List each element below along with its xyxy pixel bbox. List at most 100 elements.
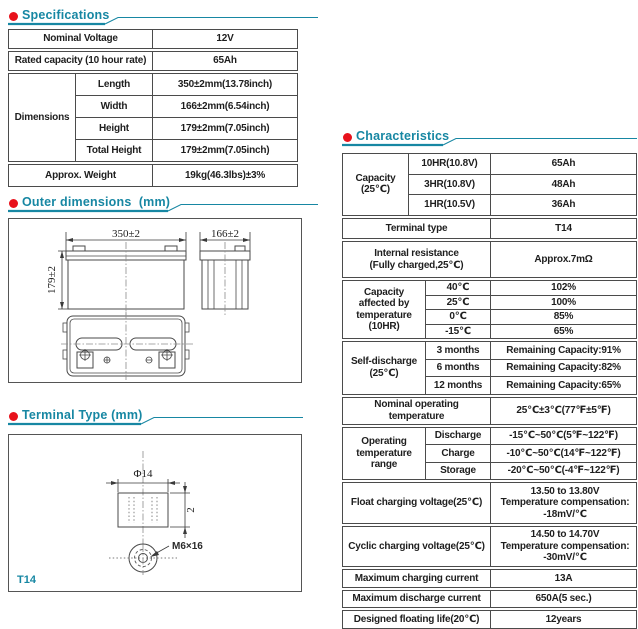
dim-depth-label: 166±2 bbox=[211, 228, 239, 240]
table-row: Total Height 179±2mm(7.05inch) bbox=[9, 139, 298, 162]
char-label: Internal resistance (Fully charged,25℃) bbox=[342, 241, 491, 278]
spec-sublabel: Length bbox=[75, 73, 153, 96]
section-bullet-icon bbox=[9, 199, 18, 208]
char-label: Float charging voltage(25℃) bbox=[342, 482, 491, 524]
table-row: Maximum charging current 13A bbox=[342, 569, 637, 588]
char-label: Cyclic charging voltage(25℃) bbox=[342, 525, 491, 567]
char-value: 36Ah bbox=[490, 194, 637, 216]
char-box-float-charging: Float charging voltage(25℃) 13.50 to 13.… bbox=[342, 482, 637, 524]
table-row: Float charging voltage(25℃) 13.50 to 13.… bbox=[342, 482, 637, 524]
dimension-166: 166±2 bbox=[199, 228, 251, 252]
char-sublabel: Charge bbox=[425, 444, 491, 463]
char-box-terminal: Terminal type T14 bbox=[342, 217, 637, 240]
terminal-name-label: T14 bbox=[17, 574, 37, 586]
char-label: Operating temperature range bbox=[342, 426, 426, 480]
char-label: Maximum charging current bbox=[342, 569, 491, 588]
terminal-top-view bbox=[109, 543, 177, 575]
spec-box-capacity: Rated capacity (10 hour rate) 65Ah bbox=[8, 51, 298, 71]
spec-box-weight: Approx. Weight 19kg(46.3lbs)±3% bbox=[8, 164, 298, 187]
dim-height-label: 179±2 bbox=[46, 266, 58, 294]
char-box-max-charging-current: Maximum charging current 13A bbox=[342, 569, 637, 588]
header-underline-icon bbox=[8, 204, 318, 213]
table-row: 1HR(10.5V) 36Ah bbox=[343, 194, 637, 216]
table-row: Capacity affected by temperature (10HR) … bbox=[342, 280, 637, 339]
terminal-post-left bbox=[76, 349, 94, 369]
characteristics-section: Characteristics Capacity (25℃) 10HR(10.8… bbox=[342, 129, 637, 629]
dim-height-label: 2 bbox=[185, 507, 197, 513]
spec-value: 65Ah bbox=[152, 51, 298, 71]
vent-plus-icon bbox=[103, 356, 111, 364]
header-underline-icon bbox=[8, 17, 318, 26]
char-sublabel: 6 months bbox=[425, 358, 491, 377]
dimension-height-2: 2 bbox=[170, 482, 197, 538]
spec-label: Approx. Weight bbox=[8, 164, 153, 187]
battery-top-view bbox=[61, 312, 193, 380]
table-row: Cyclic charging voltage(25℃) 14.50 to 14… bbox=[342, 525, 637, 567]
table-row: Operating temperature range Discharge -1… bbox=[342, 426, 637, 480]
characteristics-table: Capacity (25℃) 10HR(10.8V) 65Ah 3HR(10.8… bbox=[342, 153, 637, 629]
table-row: 12 months Remaining Capacity:65% bbox=[343, 376, 637, 395]
char-value: 100% bbox=[490, 294, 637, 310]
vent-minus-icon bbox=[145, 356, 153, 364]
char-box-operating-range: Operating temperature range Discharge -1… bbox=[342, 426, 637, 481]
section-bullet-icon bbox=[343, 133, 352, 142]
header-underline-icon bbox=[8, 417, 303, 426]
battery-side-view bbox=[199, 242, 251, 316]
char-sublabel: -15℃ bbox=[425, 323, 491, 339]
battery-drawing-icon: 350±2 179±2 bbox=[46, 228, 251, 380]
outer-dimensions-drawing: 350±2 179±2 bbox=[8, 218, 302, 383]
terminal-side-profile bbox=[117, 492, 169, 528]
char-value: -15℃~50℃(5℉~122℉) bbox=[490, 426, 637, 445]
table-row: Charge -10℃~50℃(14℉~122℉) bbox=[343, 444, 637, 463]
specifications-header: Specifications bbox=[8, 8, 318, 26]
table-row: Self-discharge (25℃) 3 months Remaining … bbox=[342, 341, 637, 395]
outer-dimensions-header: Outer dimensions (mm) bbox=[8, 195, 318, 213]
table-row: Designed floating life(20℃) 12years bbox=[342, 610, 637, 629]
spec-value: 166±2mm(6.54inch) bbox=[152, 95, 298, 118]
char-box-floating-life: Designed floating life(20℃) 12years bbox=[342, 610, 637, 629]
section-title: Outer dimensions (mm) bbox=[22, 195, 171, 209]
char-label: Capacity (25℃) bbox=[342, 153, 409, 216]
char-value: 14.50 to 14.70V Temperature compensation… bbox=[490, 525, 637, 567]
spec-box-voltage: Nominal Voltage 12V bbox=[8, 29, 298, 49]
thread-callout: M6×16 bbox=[150, 541, 203, 557]
char-label: Nominal operating temperature bbox=[342, 396, 491, 425]
thread-label: M6×16 bbox=[172, 541, 203, 552]
char-box-nominal-temperature: Nominal operating temperature 25℃±3℃(77℉… bbox=[342, 396, 637, 425]
section-title: Characteristics bbox=[356, 129, 450, 143]
char-label: Self-discharge (25℃) bbox=[342, 341, 426, 395]
char-box-self-discharge: Self-discharge (25℃) 3 months Remaining … bbox=[342, 341, 637, 395]
char-value: 48Ah bbox=[490, 173, 637, 195]
char-box-cyclic-charging: Cyclic charging voltage(25℃) 14.50 to 14… bbox=[342, 525, 637, 568]
char-value: 650A(5 sec.) bbox=[490, 589, 637, 608]
dimension-diameter: Φ14 bbox=[106, 468, 180, 492]
char-box-max-discharge-current: Maximum discharge current 650A(5 sec.) bbox=[342, 589, 637, 609]
spec-dimensions-label: Dimensions bbox=[8, 73, 76, 162]
char-value: 85% bbox=[490, 309, 637, 325]
table-row: Rated capacity (10 hour rate) 65Ah bbox=[8, 51, 298, 71]
spec-value: 12V bbox=[152, 29, 298, 49]
spec-value: 350±2mm(13.78inch) bbox=[152, 73, 298, 96]
table-row: 6 months Remaining Capacity:82% bbox=[343, 358, 637, 377]
section-bullet-icon bbox=[9, 412, 18, 421]
table-row: Terminal type T14 bbox=[342, 217, 637, 239]
char-value: Approx.7mΩ bbox=[490, 241, 637, 278]
char-value: 65Ah bbox=[490, 153, 637, 175]
char-sublabel: 1HR(10.5V) bbox=[408, 194, 491, 216]
table-row: Capacity (25℃) 10HR(10.8V) 65Ah bbox=[342, 153, 637, 216]
char-sublabel: Discharge bbox=[425, 426, 491, 445]
dim-width-label: 350±2 bbox=[112, 228, 140, 240]
char-label: Capacity affected by temperature (10HR) bbox=[342, 280, 426, 339]
char-sublabel: 40℃ bbox=[425, 280, 491, 296]
characteristics-header: Characteristics bbox=[342, 129, 637, 147]
char-label: Maximum discharge current bbox=[342, 589, 491, 608]
dimension-350: 350±2 bbox=[65, 228, 187, 252]
spec-value: 179±2mm(7.05inch) bbox=[152, 117, 298, 140]
terminal-type-header: Terminal Type (mm) bbox=[8, 408, 318, 426]
char-box-capacity-temperature: Capacity affected by temperature (10HR) … bbox=[342, 280, 637, 339]
char-value: Remaining Capacity:65% bbox=[490, 376, 637, 395]
char-value: 102% bbox=[490, 280, 637, 296]
terminal-type-drawing: Φ14 2 bbox=[8, 434, 302, 592]
char-value: T14 bbox=[490, 217, 637, 239]
table-row: Nominal Voltage 12V bbox=[8, 29, 298, 49]
